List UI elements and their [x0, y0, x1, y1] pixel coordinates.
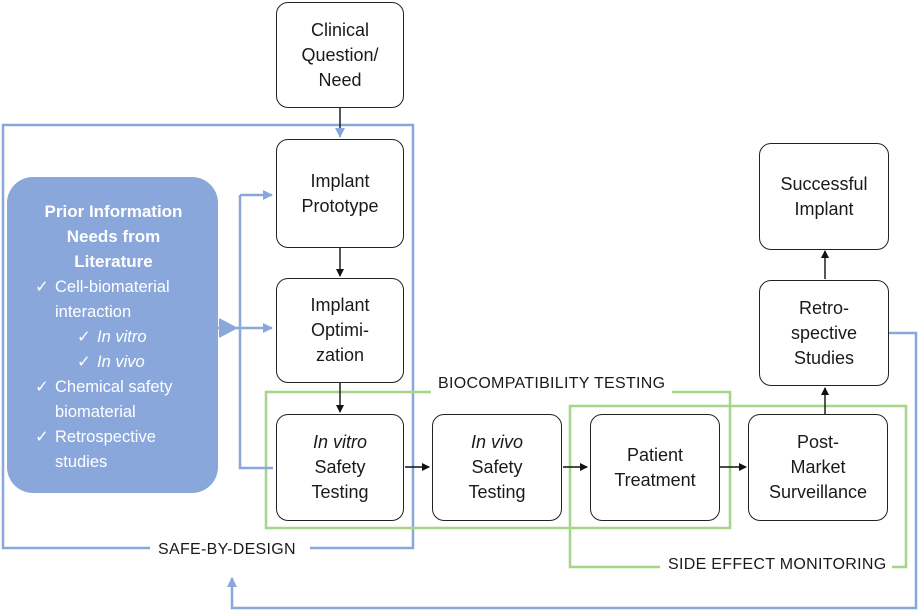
box-line-italic: In vivo [470, 432, 524, 452]
check-icon: ✓ [77, 353, 91, 371]
box-line: zation [315, 345, 365, 365]
item-line: Retrospective [55, 428, 156, 446]
item-line: studies [55, 453, 108, 471]
box-line-italic: In vitro [312, 432, 368, 452]
box-line: Testing [468, 482, 526, 502]
box-line: Retro- [798, 297, 849, 318]
implant-optimization-box: Implant Optimi- zation [276, 278, 404, 383]
box-line: Optimi- [311, 320, 369, 340]
box-line: Treatment [614, 469, 696, 490]
box-line: Safety [471, 457, 523, 477]
post-market-surveillance-box: Post- Market Surveillance [748, 414, 888, 521]
item-line: biomaterial [55, 403, 136, 421]
side-effect-frame [568, 404, 908, 569]
check-icon: ✓ [77, 328, 91, 346]
in-vivo-safety-box: In vivo Safety Testing [432, 414, 562, 521]
box-line: Studies [793, 347, 855, 368]
list-item: ✓ Retrospective studies [35, 425, 206, 475]
check-icon: ✓ [35, 278, 49, 296]
list-subitem: ✓ In vivo [35, 350, 206, 375]
list-item: ✓ Chemical safety biomaterial [35, 375, 206, 425]
box-line: Surveillance [768, 482, 868, 502]
box-line: Successful [780, 173, 868, 194]
box-line: Implant [310, 295, 370, 315]
safe-by-design-frame [1, 123, 415, 550]
biocompatibility-frame [264, 390, 732, 530]
item-line: In vitro [97, 328, 147, 346]
list-subitem: ✓ In vitro [35, 325, 206, 350]
title-line: Needs from [66, 227, 161, 246]
title-line: Literature [74, 252, 153, 271]
prior-information-title: Prior Information Needs from Literature [21, 199, 206, 274]
safe-by-design-label: SAFE-BY-DESIGN [152, 540, 302, 560]
box-line: Need [318, 69, 362, 90]
prior-information-panel: Prior Information Needs from Literature … [7, 177, 218, 493]
check-icon: ✓ [35, 378, 49, 396]
patient-treatment-box: Patient Treatment [590, 414, 720, 521]
flow-arrows [335, 108, 829, 471]
clinical-question-box: Clinical Question/ Need [276, 2, 404, 108]
title-line: Prior Information [44, 202, 183, 221]
box-line: Market [790, 457, 846, 477]
item-line: Cell-biomaterial [55, 278, 170, 296]
box-line: Implant [794, 198, 854, 219]
check-icon: ✓ [35, 428, 49, 446]
retrospective-studies-box: Retro- spective Studies [759, 280, 889, 386]
item-line: interaction [55, 303, 132, 321]
box-line: Post- [796, 432, 839, 452]
item-line: Chemical safety [55, 378, 173, 396]
box-line: Safety [314, 457, 366, 477]
box-line: Question/ [301, 44, 379, 65]
box-line: Patient [626, 444, 684, 465]
box-line: Prototype [301, 195, 379, 216]
side-effect-monitoring-label: SIDE EFFECT MONITORING [662, 555, 893, 575]
list-item: ✓ Cell-biomaterial interaction [35, 275, 206, 325]
box-line: spective [790, 322, 858, 343]
retro-feedback-arrow [227, 331, 918, 610]
box-line: Implant [310, 170, 370, 191]
item-line: In vivo [97, 353, 145, 371]
successful-implant-box: Successful Implant [759, 143, 889, 250]
biocompatibility-testing-label: BIOCOMPATIBILITY TESTING [432, 374, 672, 394]
prior-info-arrowhead [219, 318, 238, 338]
implant-prototype-box: Implant Prototype [276, 139, 404, 248]
box-line: Testing [311, 482, 369, 502]
in-vitro-safety-box: In vitro Safety Testing [276, 414, 404, 521]
box-line: Clinical [310, 19, 370, 40]
